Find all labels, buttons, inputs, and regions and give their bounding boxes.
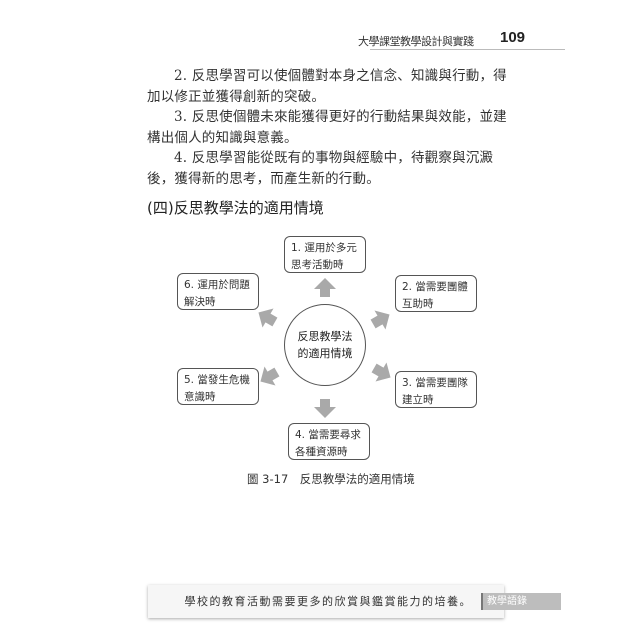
figure-caption: 圖 3-17 反思教學法的適用情境 [247, 472, 415, 486]
page-number: 109 [500, 29, 526, 46]
diagram-item-2: 2. 當需要團體互助時 [395, 275, 477, 312]
diagram-item-6: 6. 運用於問題解決時 [177, 273, 259, 310]
diagram-center: 反思教學法的適用情境 [284, 304, 366, 386]
running-header-title: 大學課堂教學設計與實踐 [358, 35, 474, 48]
header-divider [370, 49, 565, 50]
footer-quote-box: 學校的教育活動需要更多的欣賞與鑑賞能力的培養。 [148, 585, 504, 618]
paragraph-3: 3. 反思使個體未來能獲得更好的行動結果與效能，並建構出個人的知識與意義。 [147, 109, 507, 146]
arrow-upright-icon [370, 310, 390, 330]
center-label: 反思教學法的適用情境 [297, 330, 353, 360]
paragraph-2: 2. 反思學習可以使個體對本身之信念、知識與行動，得加以修正並獲得創新的突破。 [147, 68, 507, 105]
section-heading: (四)反思教學法的適用情境 [147, 199, 324, 217]
footer-tab: 教學語錄 [481, 593, 561, 610]
diagram-item-5: 5. 當發生危機意識時 [177, 368, 259, 405]
arrow-downleft-icon [260, 366, 280, 386]
diagram-item-3: 3. 當需要團隊建立時 [395, 371, 477, 408]
paragraph-4: 4. 反思學習能從既有的事物與經驗中，待觀察與沉澱後，獲得新的思考，而產生新的行… [147, 150, 494, 187]
diagram-item-4: 4. 當需要尋求各種資源時 [288, 423, 370, 460]
footer-quote: 學校的教育活動需要更多的欣賞與鑑賞能力的培養。 [184, 595, 472, 608]
arrow-upleft-icon [258, 308, 278, 328]
arrow-down-icon [314, 399, 336, 418]
arrow-downright-icon [371, 362, 391, 382]
diagram-item-1: 1. 運用於多元思考活動時 [284, 236, 366, 273]
arrow-up-icon [314, 278, 336, 297]
